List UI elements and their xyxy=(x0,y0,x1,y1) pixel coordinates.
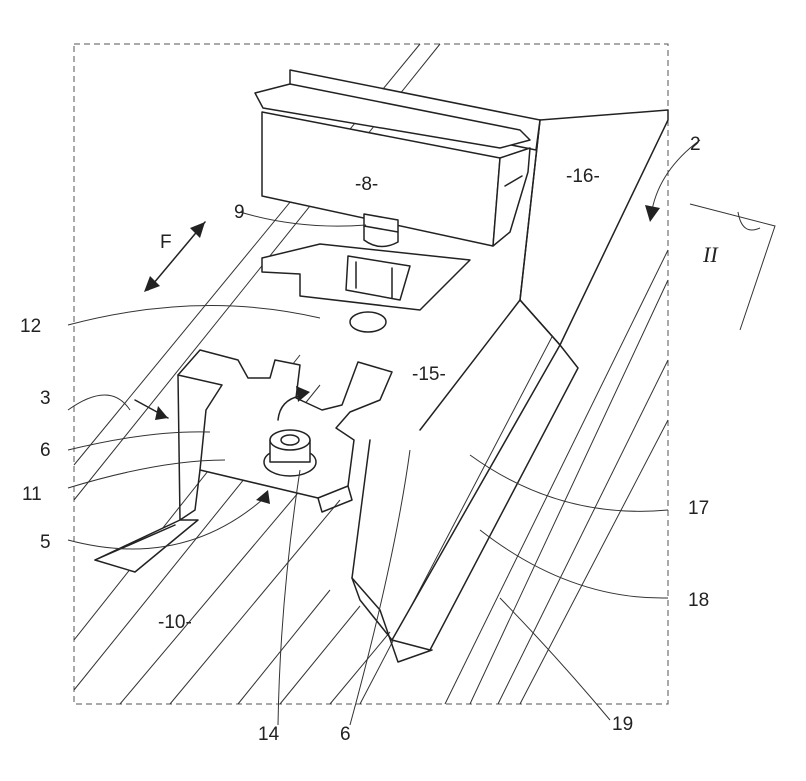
label-17: 17 xyxy=(688,498,709,519)
label-12: 12 xyxy=(20,316,41,337)
arrow-5 xyxy=(256,490,270,504)
label-5: 5 xyxy=(40,532,51,553)
bracket-6 xyxy=(95,350,392,572)
label-II: II xyxy=(702,242,719,267)
label-15: -15- xyxy=(412,364,446,385)
label-F: F xyxy=(160,232,172,253)
label-8: -8- xyxy=(355,174,378,195)
label-18: 18 xyxy=(688,590,709,611)
label-6-bottom: 6 xyxy=(340,724,351,745)
label-16: -16- xyxy=(566,166,600,187)
label-19: 19 xyxy=(612,714,633,735)
nut-14 xyxy=(264,430,316,476)
arrow-F xyxy=(144,222,205,292)
label-6-left: 6 xyxy=(40,440,51,461)
label-9: 9 xyxy=(234,202,245,223)
label-11: 11 xyxy=(22,484,42,505)
label-2: 2 xyxy=(690,134,701,155)
label-3: 3 xyxy=(40,388,51,409)
label-14: 14 xyxy=(258,724,280,745)
bolt-9 xyxy=(364,214,398,247)
base-plate xyxy=(262,244,470,332)
label-10: -10- xyxy=(158,612,192,633)
section-II-marker xyxy=(690,204,775,330)
